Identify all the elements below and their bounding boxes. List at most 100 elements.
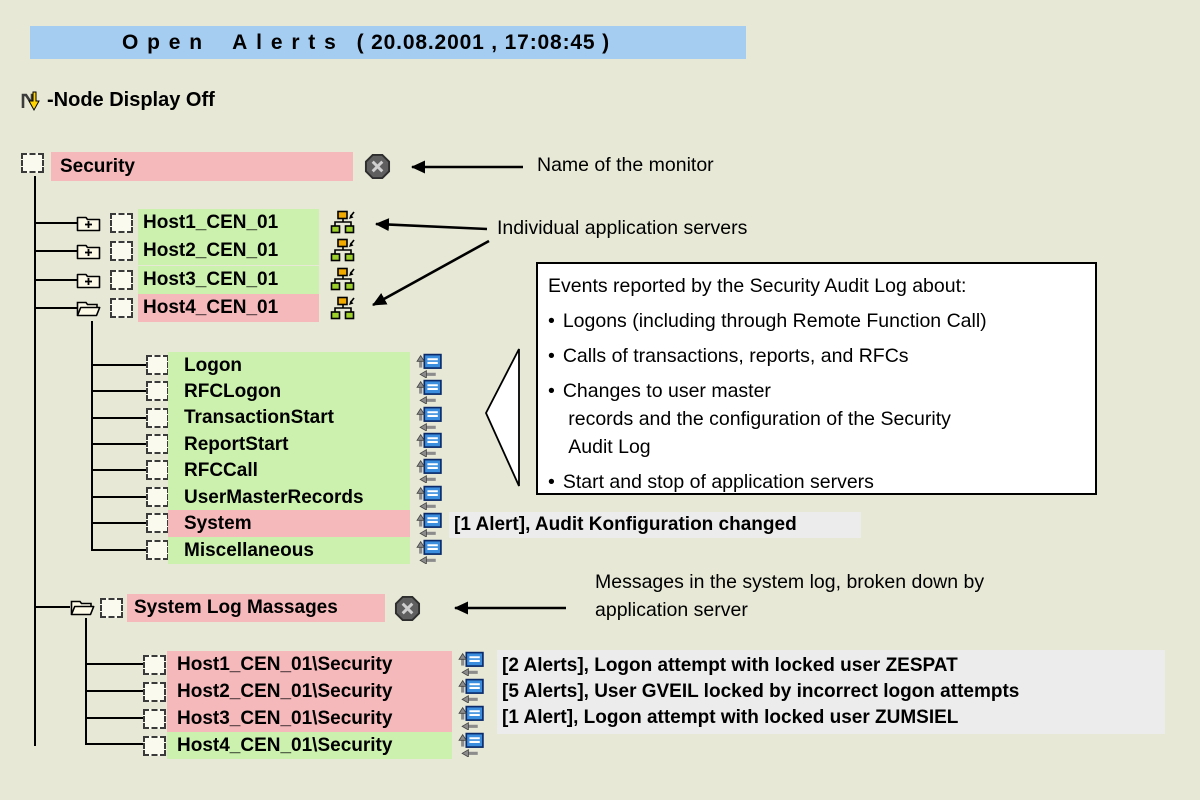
tree-node-usermasterrecords[interactable]: UserMasterRecords (168, 484, 410, 511)
bullet-marker (548, 342, 563, 370)
events-bullet: Calls of transactions, reports, and RFCs (548, 342, 1087, 370)
bullet-marker (548, 377, 563, 461)
tree-node-rfclogon[interactable]: RFCLogon (168, 378, 410, 405)
server-topology-icon[interactable] (330, 210, 356, 234)
events-bullet: Start and stop of application servers (548, 468, 1087, 496)
tree-node-label: RFCCall (184, 459, 258, 481)
folder-closed-icon[interactable] (76, 271, 101, 289)
display-alerts-icon[interactable] (416, 379, 443, 404)
tree-line (34, 606, 70, 608)
tree-line (91, 321, 93, 551)
tree-node-host3-security[interactable]: Host3_CEN_01\Security (167, 705, 452, 732)
tree-node-transactionstart[interactable]: TransactionStart (168, 404, 410, 431)
display-alerts-icon[interactable] (416, 432, 443, 457)
checkbox-logon[interactable] (146, 355, 169, 375)
tree-node-label: Host2_CEN_01\Security (177, 680, 393, 702)
checkbox-host2[interactable] (110, 241, 133, 261)
tree-line (91, 390, 148, 392)
display-alerts-icon[interactable] (416, 485, 443, 510)
tree-node-host4-security[interactable]: Host4_CEN_01\Security (167, 732, 452, 759)
checkbox-reportstart[interactable] (146, 434, 169, 454)
arrow-app-server-host4 (372, 239, 490, 307)
server-topology-icon[interactable] (330, 267, 356, 291)
tree-node-rfccall[interactable]: RFCCall (168, 457, 410, 484)
tree-line (91, 443, 148, 445)
tree-node-system[interactable]: System (168, 510, 410, 537)
folder-open-icon[interactable] (76, 299, 101, 317)
checkbox-syslog[interactable] (100, 598, 123, 618)
alert-text: [2 Alerts], Logon attempt with locked us… (502, 655, 958, 676)
checkbox-transactionstart[interactable] (146, 408, 169, 428)
checkbox-host4-security[interactable] (143, 736, 166, 756)
tree-node-host3[interactable]: Host3_CEN_01 (138, 266, 319, 294)
tree-line (34, 176, 36, 746)
tree-node-label: Host1_CEN_01\Security (177, 653, 393, 675)
tree-line (34, 279, 78, 281)
bullet-marker (548, 307, 563, 335)
arrow-app-server-host1 (375, 218, 488, 232)
checkbox-host1[interactable] (110, 213, 133, 233)
checkbox-host4[interactable] (110, 298, 133, 318)
tree-line (34, 222, 78, 224)
display-alerts-icon[interactable] (458, 678, 485, 703)
title-banner: Open Alerts ( 20.08.2001 , 17:08:45 ) (30, 26, 746, 59)
tree-line (85, 743, 143, 745)
node-display-toggle[interactable]: -Node Display Off (20, 89, 215, 112)
checkbox-rfclogon[interactable] (146, 381, 169, 401)
checkbox-usermasterrecords[interactable] (146, 487, 169, 507)
tree-node-logon[interactable]: Logon (168, 352, 410, 379)
display-alerts-icon[interactable] (458, 705, 485, 730)
annotation-app-servers: Individual application servers (497, 217, 748, 239)
tree-node-label: Host3_CEN_01 (143, 269, 279, 290)
checkbox-host1-security[interactable] (143, 655, 166, 675)
events-callout-box: Events reported by the Security Audit Lo… (536, 262, 1097, 495)
bullet-marker (548, 468, 563, 496)
checkbox-rfccall[interactable] (146, 460, 169, 480)
folder-closed-icon[interactable] (76, 242, 101, 260)
tree-node-label: Miscellaneous (184, 539, 314, 561)
tree-node-label: Host1_CEN_01 (143, 212, 279, 233)
tree-node-label: Security (60, 155, 135, 177)
display-alerts-icon[interactable] (416, 512, 443, 537)
checkbox-host2-security[interactable] (143, 682, 166, 702)
tree-node-host1[interactable]: Host1_CEN_01 (138, 209, 319, 237)
tree-node-syslog[interactable]: System Log Massages (127, 594, 385, 622)
annotation-syslog-note: Messages in the system log, broken down … (595, 571, 985, 621)
display-alerts-icon[interactable] (458, 651, 485, 676)
tree-node-host2-security[interactable]: Host2_CEN_01\Security (167, 678, 452, 705)
tree-node-miscellaneous[interactable]: Miscellaneous (168, 537, 410, 564)
tree-node-host2[interactable]: Host2_CEN_01 (138, 237, 319, 265)
alert-text: [1 Alert], Logon attempt with locked use… (502, 707, 959, 728)
tree-line (85, 717, 143, 719)
tree-line (85, 618, 87, 745)
cancel-status-icon[interactable] (394, 595, 421, 622)
folder-closed-icon[interactable] (76, 214, 101, 232)
checkbox-security[interactable] (21, 153, 44, 173)
tree-line (34, 250, 78, 252)
tree-line (91, 364, 148, 366)
tree-node-security[interactable]: Security (51, 152, 353, 181)
tree-line (85, 690, 143, 692)
tree-line (91, 549, 148, 551)
tree-node-host4[interactable]: Host4_CEN_01 (138, 294, 319, 322)
tree-node-reportstart[interactable]: ReportStart (168, 431, 410, 458)
display-alerts-icon[interactable] (416, 406, 443, 431)
checkbox-host3[interactable] (110, 270, 133, 290)
checkbox-host3-security[interactable] (143, 709, 166, 729)
cancel-status-icon[interactable] (364, 153, 391, 180)
tree-node-host1-security[interactable]: Host1_CEN_01\Security (167, 651, 452, 678)
tree-line (91, 417, 148, 419)
server-topology-icon[interactable] (330, 296, 356, 320)
tree-line (91, 522, 148, 524)
display-alerts-icon[interactable] (458, 732, 485, 757)
display-alerts-icon[interactable] (416, 539, 443, 564)
tree-line (34, 307, 78, 309)
checkbox-system[interactable] (146, 513, 169, 533)
checkbox-miscellaneous[interactable] (146, 540, 169, 560)
display-alerts-icon[interactable] (416, 458, 443, 483)
folder-open-icon[interactable] (70, 598, 95, 616)
callout-triangle-pointer (485, 348, 520, 487)
display-alerts-icon[interactable] (416, 353, 443, 378)
server-topology-icon[interactable] (330, 238, 356, 262)
